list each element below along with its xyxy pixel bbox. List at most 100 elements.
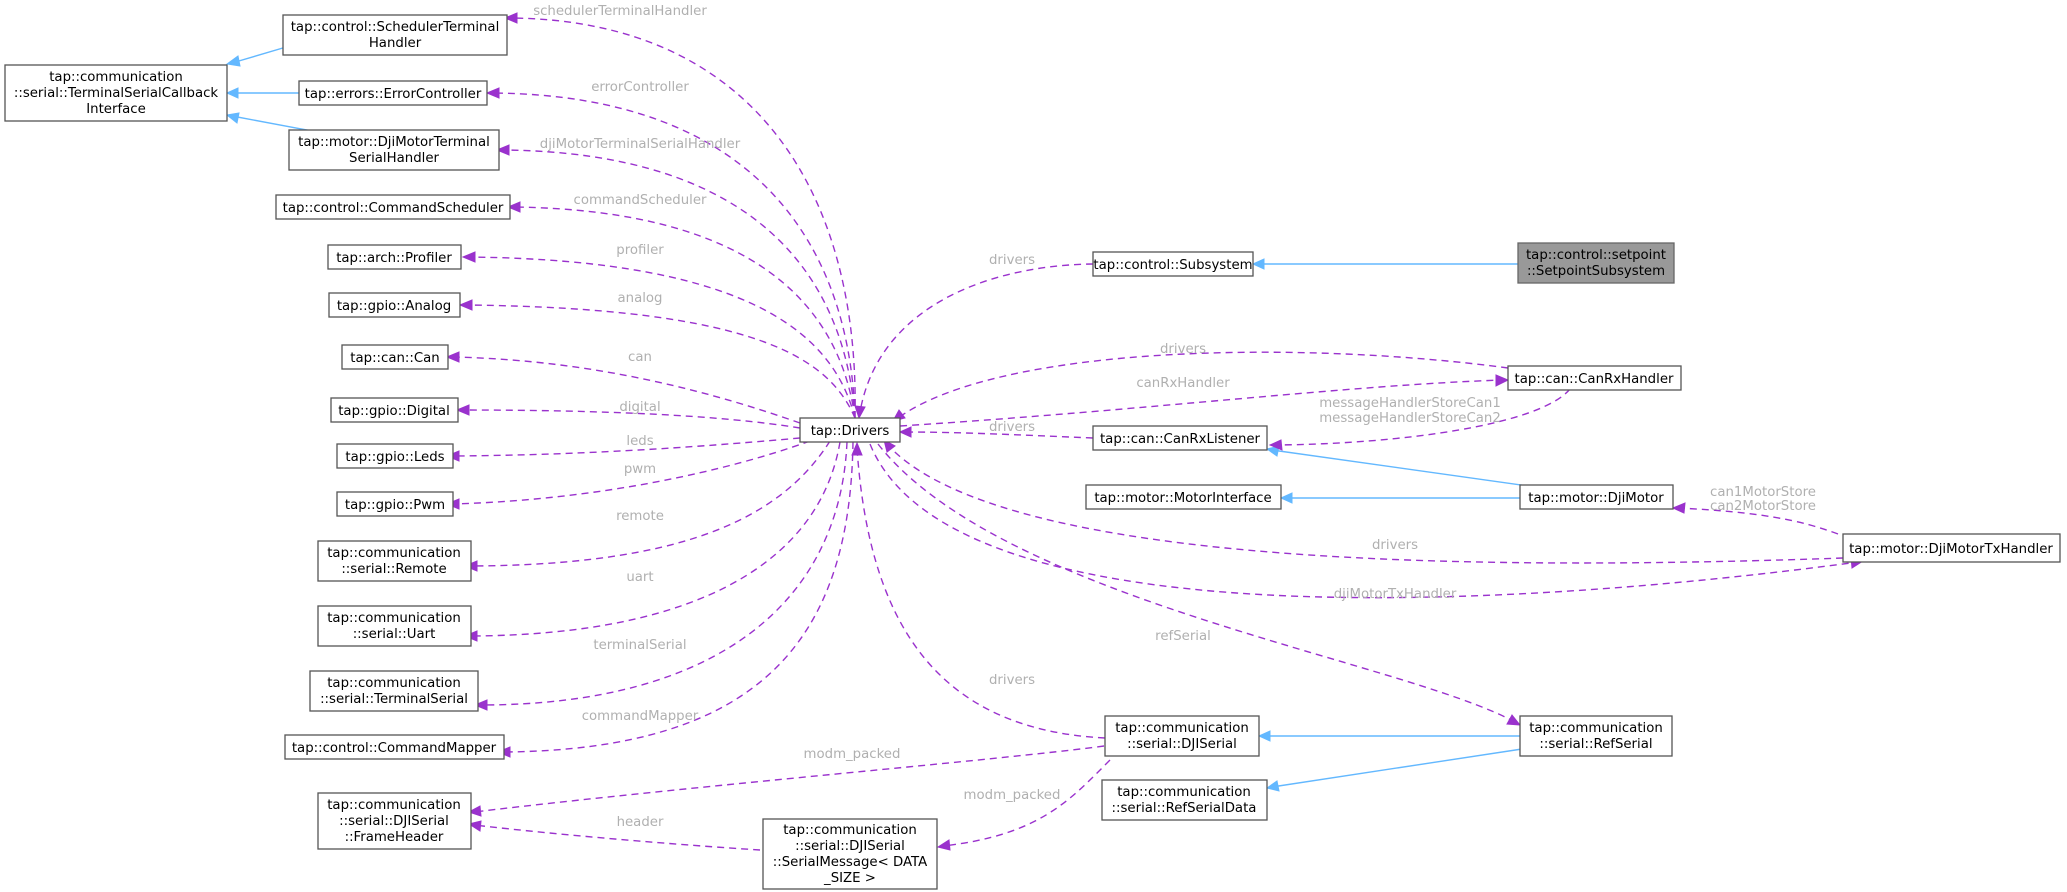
node-can-rx-listener[interactable]: tap::can::CanRxListener — [1092, 425, 1268, 451]
node-terminal-serial[interactable]: tap::communication ::serial::TerminalSer… — [309, 670, 479, 712]
node-label-line: tap::can::CanRxListener — [1100, 432, 1261, 447]
edge-label-dji-serial-drivers: drivers — [989, 673, 1035, 688]
node-label-line: ::FrameHeader — [345, 830, 444, 845]
node-label-line: tap::communication — [49, 70, 183, 85]
edge-label-dji-motor-terminal-serial-handler: djiMotorTerminalSerialHandler — [540, 137, 741, 152]
node-digital[interactable]: tap::gpio::Digital — [330, 397, 459, 423]
node-analog[interactable]: tap::gpio::Analog — [328, 292, 461, 318]
edge-label-can: can — [628, 350, 652, 365]
usage-arrowhead — [1495, 374, 1510, 387]
node-dji-motor-terminal-serial-handler[interactable]: tap::motor::DjiMotorTerminal SerialHandl… — [288, 129, 500, 171]
edge-label-digital: digital — [619, 400, 660, 415]
usage-edge — [512, 206, 856, 419]
edge-label-message-handler-store-can1: messageHandlerStoreCan1 — [1319, 396, 1501, 411]
node-terminal-serial-callback-interface[interactable]: tap::communication ::serial::TerminalSer… — [4, 64, 228, 122]
node-label-line: tap::gpio::Pwm — [345, 498, 445, 513]
usage-edge — [886, 443, 1844, 564]
node-label-line: tap::communication — [1529, 721, 1663, 736]
inheritance-arrowhead — [1265, 780, 1280, 792]
node-remote[interactable]: tap::communication ::serial::Remote — [317, 540, 472, 582]
usage-arrowhead — [445, 351, 460, 363]
usage-arrowhead — [898, 426, 912, 438]
usage-edge — [451, 437, 801, 457]
usage-edge — [467, 256, 856, 419]
node-label-line: ::serial::DJISerial — [1127, 737, 1237, 752]
node-label-line: tap::communication — [327, 611, 461, 626]
node-label-line: tap::can::Can — [350, 351, 439, 366]
inheritance-arrowhead — [225, 87, 239, 99]
node-label-line: tap::communication — [783, 823, 917, 838]
edge-label-error-controller: errorController — [591, 80, 689, 95]
node-label-line: tap::communication — [327, 676, 461, 691]
node-label-line: ::serial::DJISerial — [795, 839, 905, 854]
usage-edge — [869, 443, 1859, 599]
node-subsystem[interactable]: tap::control::Subsystem — [1092, 251, 1254, 277]
node-can-rx-handler[interactable]: tap::can::CanRxHandler — [1507, 365, 1682, 391]
node-label-line: tap::Drivers — [811, 424, 890, 439]
usage-edge — [469, 440, 831, 567]
node-label-line: tap::motor::DjiMotorTerminal — [298, 135, 490, 150]
node-leds[interactable]: tap::gpio::Leds — [336, 443, 454, 469]
edge-labels: schedulerTerminalHandler errorController… — [533, 4, 1816, 830]
node-label-line: tap::control::CommandMapper — [292, 741, 497, 756]
usage-arrowhead — [503, 12, 518, 24]
node-label-line: tap::motor::DjiMotorTxHandler — [1849, 542, 2053, 557]
node-motor-interface[interactable]: tap::motor::MotorInterface — [1085, 484, 1282, 510]
node-dji-motor[interactable]: tap::motor::DjiMotor — [1519, 484, 1674, 510]
node-label-line: tap::communication — [327, 798, 461, 813]
edge-label-command-scheduler: commandScheduler — [574, 193, 707, 208]
edge-label-can2-motor-store: can2MotorStore — [1710, 499, 1816, 514]
usage-edge — [856, 447, 1106, 739]
usage-arrowhead — [458, 299, 473, 311]
node-profiler[interactable]: tap::arch::Profiler — [327, 244, 462, 270]
usage-edge — [942, 759, 1111, 847]
node-label-line: tap::communication — [327, 546, 461, 561]
node-ref-serial[interactable]: tap::communication ::serial::RefSerial — [1519, 715, 1673, 757]
usage-arrowhead — [455, 404, 470, 416]
node-serial-message[interactable]: tap::communication ::serial::DJISerial :… — [762, 818, 938, 890]
inheritance-arrowhead — [1279, 492, 1293, 504]
node-dji-serial[interactable]: tap::communication ::serial::DJISerial — [1104, 715, 1260, 757]
usage-edge — [451, 440, 811, 505]
usage-edge — [501, 149, 856, 419]
edge-label-modm-packed-message: modm_packed — [964, 788, 1061, 803]
node-scheduler-terminal-handler[interactable]: tap::control::SchedulerTerminal Handler — [282, 14, 508, 56]
node-setpoint-subsystem[interactable]: tap::control::setpoint ::SetpointSubsyst… — [1517, 242, 1675, 284]
node-can[interactable]: tap::can::Can — [341, 344, 449, 370]
node-label-line: ::SetpointSubsystem — [1527, 264, 1665, 279]
usage-arrowhead — [495, 144, 510, 156]
edge-label-terminal-serial: terminalSerial — [593, 638, 686, 653]
usage-edge — [859, 263, 1094, 413]
node-label-line: _SIZE > — [823, 871, 876, 886]
usage-edge — [509, 17, 856, 419]
node-ref-serial-data[interactable]: tap::communication ::serial::RefSerialDa… — [1101, 779, 1268, 821]
node-label-line: tap::gpio::Digital — [338, 404, 450, 419]
node-drivers[interactable]: tap::Drivers — [799, 417, 901, 443]
usage-arrowhead — [854, 405, 866, 420]
node-label-line: tap::motor::MotorInterface — [1094, 491, 1271, 506]
node-pwm[interactable]: tap::gpio::Pwm — [336, 491, 454, 517]
usage-edge — [899, 379, 1504, 427]
edge-label-modm-packed-frame: modm_packed — [804, 747, 901, 762]
usage-arrowhead — [883, 439, 896, 453]
node-label-line: ::serial::TerminalSerialCallback — [14, 86, 219, 101]
edge-label-pwm: pwm — [624, 462, 656, 477]
node-dji-motor-tx-handler[interactable]: tap::motor::DjiMotorTxHandler — [1842, 533, 2061, 563]
node-label-line: tap::can::CanRxHandler — [1515, 372, 1674, 387]
usage-edge — [491, 92, 856, 419]
edge-label-command-mapper: commandMapper — [582, 709, 699, 724]
edge-label-ref-serial: refSerial — [1155, 629, 1211, 644]
node-label-line: ::SerialMessage< DATA — [773, 855, 928, 870]
node-command-scheduler[interactable]: tap::control::CommandScheduler — [275, 194, 511, 220]
inheritance-arrowhead — [225, 55, 241, 67]
node-error-controller[interactable]: tap::errors::ErrorController — [298, 80, 488, 106]
node-frame-header[interactable]: tap::communication ::serial::DJISerial :… — [317, 792, 472, 850]
node-uart[interactable]: tap::communication ::serial::Uart — [317, 605, 472, 647]
inheritance-arrowhead — [1265, 445, 1280, 457]
usage-edge — [473, 824, 761, 851]
usage-arrowhead — [473, 699, 488, 711]
nodes: tap::control::SchedulerTerminal Handler … — [4, 14, 2061, 890]
usage-arrowhead — [467, 805, 482, 817]
node-command-mapper[interactable]: tap::control::CommandMapper — [284, 734, 505, 760]
